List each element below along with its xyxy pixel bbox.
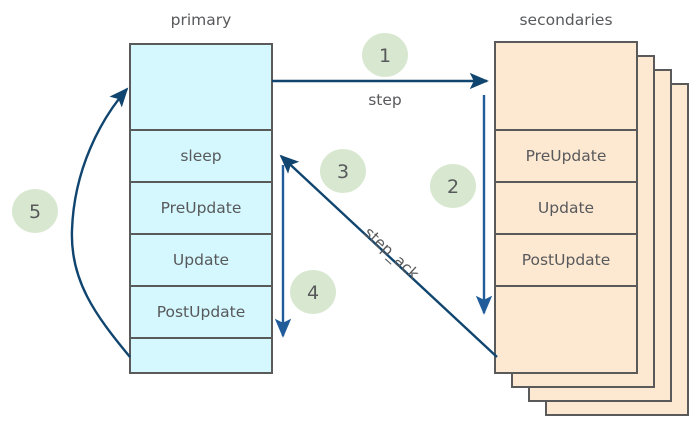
badge-1-circle — [362, 33, 408, 77]
badge-4: 4 — [290, 270, 336, 314]
badge-3: 3 — [320, 149, 366, 193]
badge-4-circle — [290, 270, 336, 314]
edge-step-ack-line — [279, 154, 498, 358]
badge-2: 2 — [430, 164, 476, 208]
edge-loop-line — [70, 87, 131, 358]
badge-3-label: 3 — [337, 161, 349, 183]
secondaries-front-box — [494, 41, 638, 374]
badge-1: 1 — [362, 33, 408, 77]
primary-box-rect — [129, 43, 273, 374]
secondary-row-postupdate-label: PostUpdate — [522, 251, 611, 269]
secondaries-title: secondaries — [519, 11, 612, 29]
primary-title: primary — [171, 11, 232, 29]
secondary-row-update-label: Update — [538, 199, 594, 217]
badge-1-label: 1 — [379, 45, 391, 67]
badge-5: 5 — [12, 189, 58, 233]
primary-row-preupdate-label: PreUpdate — [161, 199, 242, 217]
primary-row-postupdate-label: PostUpdate — [157, 303, 246, 321]
badge-5-circle — [12, 189, 58, 233]
primary-box: sleep PreUpdate Update PostUpdate — [129, 43, 273, 374]
primary-row-sleep-label: sleep — [180, 147, 221, 165]
edge-step-label: step — [368, 91, 402, 109]
badge-2-circle — [430, 164, 476, 208]
secondaries-stack: PreUpdate Update PostUpdate — [494, 41, 689, 416]
badge-4-label: 4 — [307, 282, 319, 304]
badge-5-label: 5 — [29, 201, 41, 223]
secondary-row-preupdate-label: PreUpdate — [526, 147, 607, 165]
badge-3-circle — [320, 149, 366, 193]
edge-step-ack-label: step_ack — [360, 223, 423, 283]
badge-2-label: 2 — [447, 176, 459, 198]
edge-step: step — [272, 72, 489, 109]
primary-row-update-label: Update — [173, 251, 229, 269]
edge-loop — [70, 87, 131, 358]
